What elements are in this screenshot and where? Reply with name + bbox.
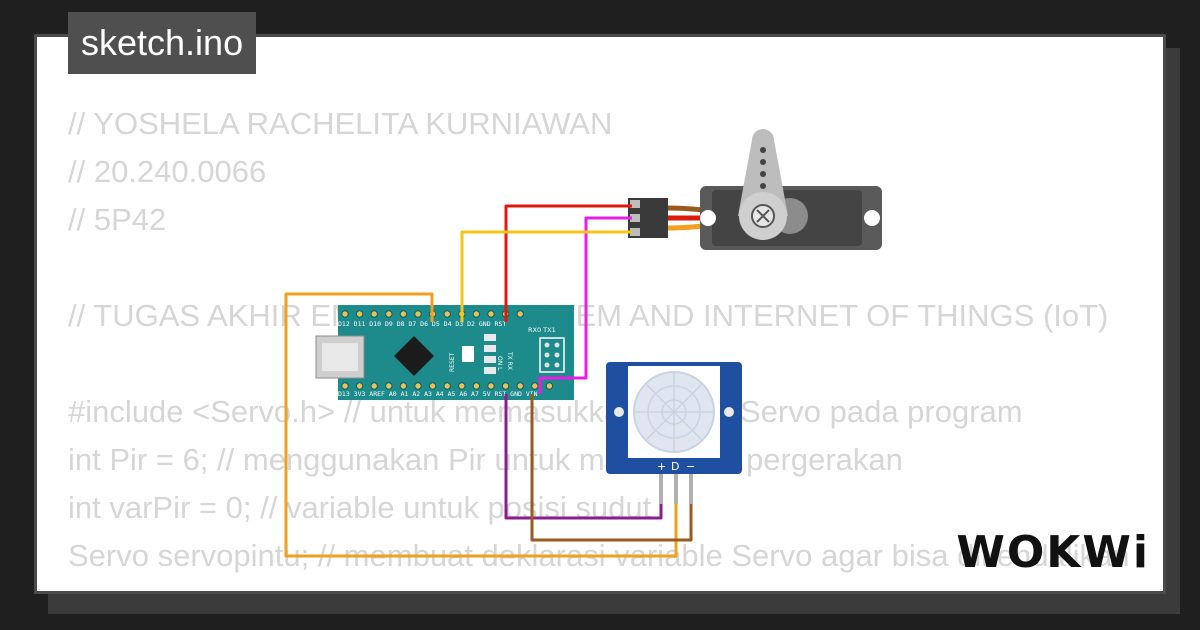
wire-red[interactable] xyxy=(504,204,632,322)
pin-hole[interactable] xyxy=(414,382,422,390)
pir-pin-vcc[interactable] xyxy=(659,474,663,504)
bottom-pin-row[interactable] xyxy=(341,382,554,390)
wire-yellow[interactable] xyxy=(460,230,632,322)
pin-hole[interactable] xyxy=(443,382,451,390)
pin-hole[interactable] xyxy=(414,310,422,318)
pin-hole[interactable] xyxy=(458,382,466,390)
pin-hole[interactable] xyxy=(399,382,408,390)
pin-hole[interactable] xyxy=(385,382,393,390)
pin-hole[interactable] xyxy=(370,310,378,318)
pin-hole[interactable] xyxy=(487,310,495,318)
servo-horn-tip xyxy=(752,129,774,151)
code-line: // 5P42 xyxy=(68,202,167,237)
wire-purple[interactable] xyxy=(504,394,663,520)
pir-sensor[interactable]: + D − xyxy=(606,362,742,504)
servo-connector-pin xyxy=(630,214,640,222)
on-l-label: ON L xyxy=(496,356,503,371)
pir-dome-pattern xyxy=(634,372,714,452)
pin-hole[interactable] xyxy=(545,382,554,390)
pin-hole[interactable] xyxy=(487,382,495,390)
servo-horn-hole xyxy=(760,147,766,153)
servo-screw-cross xyxy=(756,209,770,223)
pin-hole[interactable] xyxy=(399,310,408,318)
servo-connector-pin xyxy=(630,228,640,236)
servo-horn-hole xyxy=(760,171,766,177)
reset-button[interactable] xyxy=(462,346,474,362)
servo-motor[interactable] xyxy=(628,129,882,250)
wire-orange[interactable] xyxy=(284,292,678,558)
icsp-pins xyxy=(544,342,560,368)
pin-hole[interactable] xyxy=(516,382,524,390)
pir-pin-vcc-label: + xyxy=(657,460,666,473)
wokwi-logo: WOKWi xyxy=(956,527,1150,578)
filename-tab[interactable]: sketch.ino xyxy=(68,12,257,74)
usb-port-inner xyxy=(322,343,358,371)
code-line: // YOSHELA RACHELITA KURNIAWAN xyxy=(68,106,613,141)
pin-hole[interactable] xyxy=(472,310,481,318)
code-line: // 20.240.0066 xyxy=(68,154,267,189)
pin-hole[interactable] xyxy=(370,382,378,390)
pir-mount-hole xyxy=(724,407,734,417)
pir-pin-gnd[interactable] xyxy=(689,474,693,504)
arduino-nano[interactable]: D12 D11 D10 D9 D8 D7 D6 D5 D4 D3 D2 GND … xyxy=(315,305,574,400)
led-tx xyxy=(484,334,496,341)
pin-hole[interactable] xyxy=(341,310,349,318)
reset-label: RESET xyxy=(449,352,456,372)
led-on xyxy=(484,356,496,363)
pin-hole[interactable] xyxy=(355,382,364,390)
servo-mount-hole xyxy=(864,210,880,226)
top-pin-labels: D12 D11 D10 D9 D8 D7 D6 D5 D4 D3 D2 GND … xyxy=(338,320,506,328)
servo-horn-hole xyxy=(760,183,766,189)
pin-hole[interactable] xyxy=(472,382,481,390)
led-l xyxy=(484,367,496,374)
pin-hole[interactable] xyxy=(516,310,524,318)
pin-hole[interactable] xyxy=(501,382,510,390)
preview-card[interactable] xyxy=(34,34,1166,594)
pir-mount-hole xyxy=(614,407,624,417)
rx-tx-label: RX0 TX1 xyxy=(528,326,556,334)
wire-magenta[interactable] xyxy=(538,216,632,394)
pin-hole[interactable] xyxy=(428,382,437,390)
microcontroller-chip xyxy=(394,336,434,376)
servo-connector-pin xyxy=(630,200,640,208)
pir-pin-data-label: D xyxy=(671,460,679,473)
pin-hole[interactable] xyxy=(531,382,539,390)
wires xyxy=(284,204,693,558)
pin-hole[interactable] xyxy=(443,310,451,318)
pin-hole[interactable] xyxy=(355,310,364,318)
pin-hole[interactable] xyxy=(341,382,349,390)
bottom-pin-labels: D13 3V3 AREF A0 A1 A2 A3 A4 A5 A6 A7 5V … xyxy=(338,390,538,398)
servo-horn-hole xyxy=(760,159,766,165)
pin-hole[interactable] xyxy=(385,310,393,318)
icsp-header xyxy=(539,337,565,373)
tx-rx-label: TX RX xyxy=(506,351,513,370)
pir-pin-data[interactable] xyxy=(674,474,678,504)
pir-pin-gnd-label: − xyxy=(686,460,695,473)
wire-brown[interactable] xyxy=(530,394,693,542)
servo-mount-hole xyxy=(700,210,716,226)
led-rx xyxy=(484,345,496,352)
